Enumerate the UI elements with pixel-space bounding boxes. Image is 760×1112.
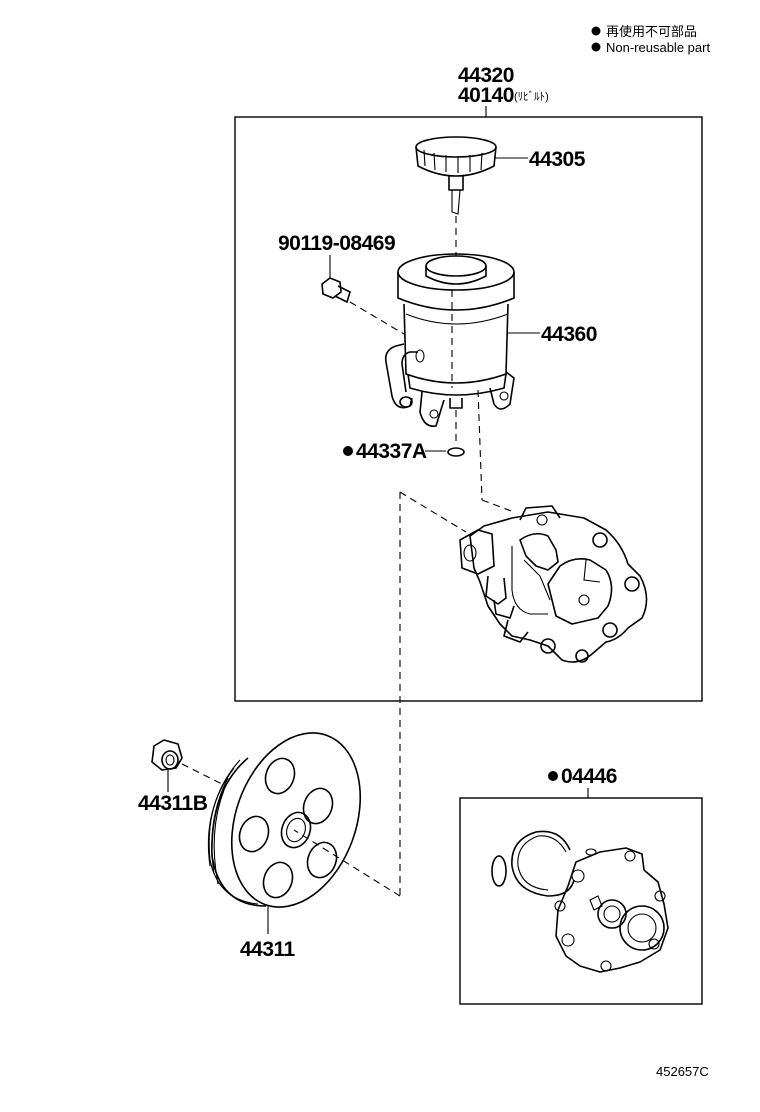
pump-to-pulley-line xyxy=(293,829,401,897)
non-reusable-bullet-icon xyxy=(591,42,601,52)
label-reservoir[interactable]: 44360 xyxy=(541,323,597,346)
gasket-kit-non-reusable-icon xyxy=(548,771,558,781)
label-assembly-main[interactable]: 44320 xyxy=(458,64,514,87)
non-reusable-bullet-icon xyxy=(591,26,601,36)
label-pulley-nut[interactable]: 44311B xyxy=(138,792,208,815)
label-assembly-alt-note: (ﾘﾋﾞﾙﾄ) xyxy=(514,90,549,103)
gasket-kit-box xyxy=(459,797,703,1005)
label-reservoir-cap[interactable]: 44305 xyxy=(529,148,586,171)
nut-centerline xyxy=(181,763,223,785)
assembly-box xyxy=(234,116,703,702)
small-oring[interactable] xyxy=(491,855,507,887)
label-bolt[interactable]: 90119-08469 xyxy=(278,232,396,255)
legend-ja: 再使用不可部品 xyxy=(606,24,697,39)
reservoir-cap[interactable] xyxy=(415,136,497,215)
legend: 再使用不可部品 Non-reusable part xyxy=(591,24,710,55)
pulley-nut[interactable] xyxy=(151,739,183,771)
reservoir-to-pump-line-2 xyxy=(481,499,515,513)
label-assembly-alt[interactable]: 40140 xyxy=(458,84,514,107)
gasket-kit-parts[interactable] xyxy=(491,830,669,973)
bolt[interactable] xyxy=(321,277,351,303)
diagram-id: 452657C xyxy=(656,1064,709,1079)
reservoir-to-pump-line xyxy=(477,389,483,501)
bolt-to-pump-line xyxy=(399,491,467,533)
reservoir[interactable] xyxy=(384,253,515,428)
bolt-centerline xyxy=(349,301,405,335)
label-oring[interactable]: 44337A xyxy=(356,440,427,463)
oring-non-reusable-icon xyxy=(343,446,353,456)
power-steering-pump-body[interactable] xyxy=(459,505,648,663)
label-gasket-kit[interactable]: 04446 xyxy=(561,765,617,788)
oring[interactable] xyxy=(447,447,465,457)
label-pulley[interactable]: 44311 xyxy=(240,938,296,961)
legend-en: Non-reusable part xyxy=(606,40,710,55)
pulley[interactable] xyxy=(207,715,383,925)
